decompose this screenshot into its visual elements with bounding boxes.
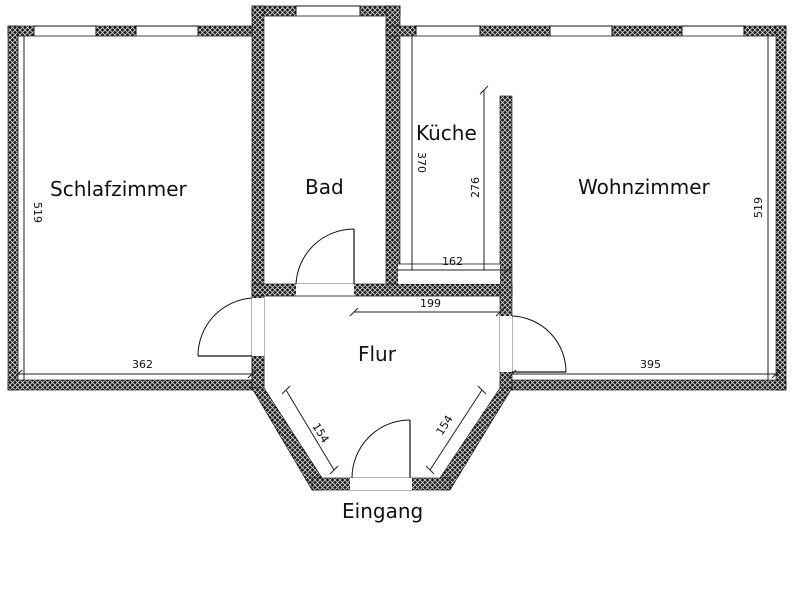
door-swing-schlaf bbox=[197, 297, 253, 357]
wall-schlaf-bottom bbox=[7, 379, 261, 391]
wall-flur-top bbox=[251, 283, 513, 297]
dim-kueche-width: 162 bbox=[442, 255, 463, 268]
dim-schlaf-height: 519 bbox=[31, 202, 44, 223]
room-label-flur: Flur bbox=[358, 342, 397, 366]
inner-outlines bbox=[17, 15, 776, 380]
dim-kueche-height: 370 bbox=[415, 152, 428, 173]
dim-entry-right: 154 bbox=[434, 413, 456, 438]
dim-kueche-inner-height: 276 bbox=[469, 177, 482, 198]
dimension-lines bbox=[13, 36, 781, 475]
window-bad bbox=[295, 5, 361, 17]
door-opening-bad bbox=[296, 284, 354, 296]
door-swing-wohn bbox=[511, 315, 567, 373]
windows bbox=[33, 5, 745, 37]
wall-entry-left bbox=[251, 387, 323, 491]
wall-wohn-right bbox=[775, 25, 787, 391]
walls bbox=[7, 5, 787, 491]
doors bbox=[197, 228, 567, 490]
window-schlaf-2 bbox=[135, 25, 199, 37]
window-wohn-2 bbox=[681, 25, 745, 37]
dim-schlaf-width: 362 bbox=[132, 358, 153, 371]
door-swing-entry bbox=[351, 419, 411, 479]
wall-flur-left bbox=[251, 355, 265, 391]
wall-wohn-bottom bbox=[499, 379, 787, 391]
wall-entry-right bbox=[439, 387, 513, 491]
room-label-wohnzimmer: Wohnzimmer bbox=[578, 175, 711, 199]
room-label-eingang: Eingang bbox=[342, 499, 423, 523]
room-label-schlafzimmer: Schlafzimmer bbox=[50, 177, 188, 201]
door-opening-wohn bbox=[500, 316, 512, 372]
room-labels: Schlafzimmer Bad Küche Wohnzimmer Flur E… bbox=[50, 121, 711, 523]
wall-bad-right bbox=[385, 5, 401, 295]
dim-wohn-height: 519 bbox=[752, 197, 765, 218]
dim-wohn-width: 395 bbox=[640, 358, 661, 371]
room-label-kueche: Küche bbox=[416, 121, 477, 145]
dim-flur-width: 199 bbox=[420, 297, 441, 310]
window-kueche bbox=[415, 25, 481, 37]
door-swing-bad bbox=[295, 228, 355, 285]
wall-schlaf-left bbox=[7, 25, 19, 391]
door-opening-schlaf bbox=[252, 298, 264, 356]
window-schlaf-1 bbox=[33, 25, 97, 37]
room-label-bad: Bad bbox=[305, 175, 344, 199]
door-opening-entry bbox=[350, 478, 412, 490]
dim-entry-left: 154 bbox=[309, 421, 331, 446]
kitchen-opening bbox=[398, 264, 500, 284]
window-wohn-1 bbox=[549, 25, 613, 37]
